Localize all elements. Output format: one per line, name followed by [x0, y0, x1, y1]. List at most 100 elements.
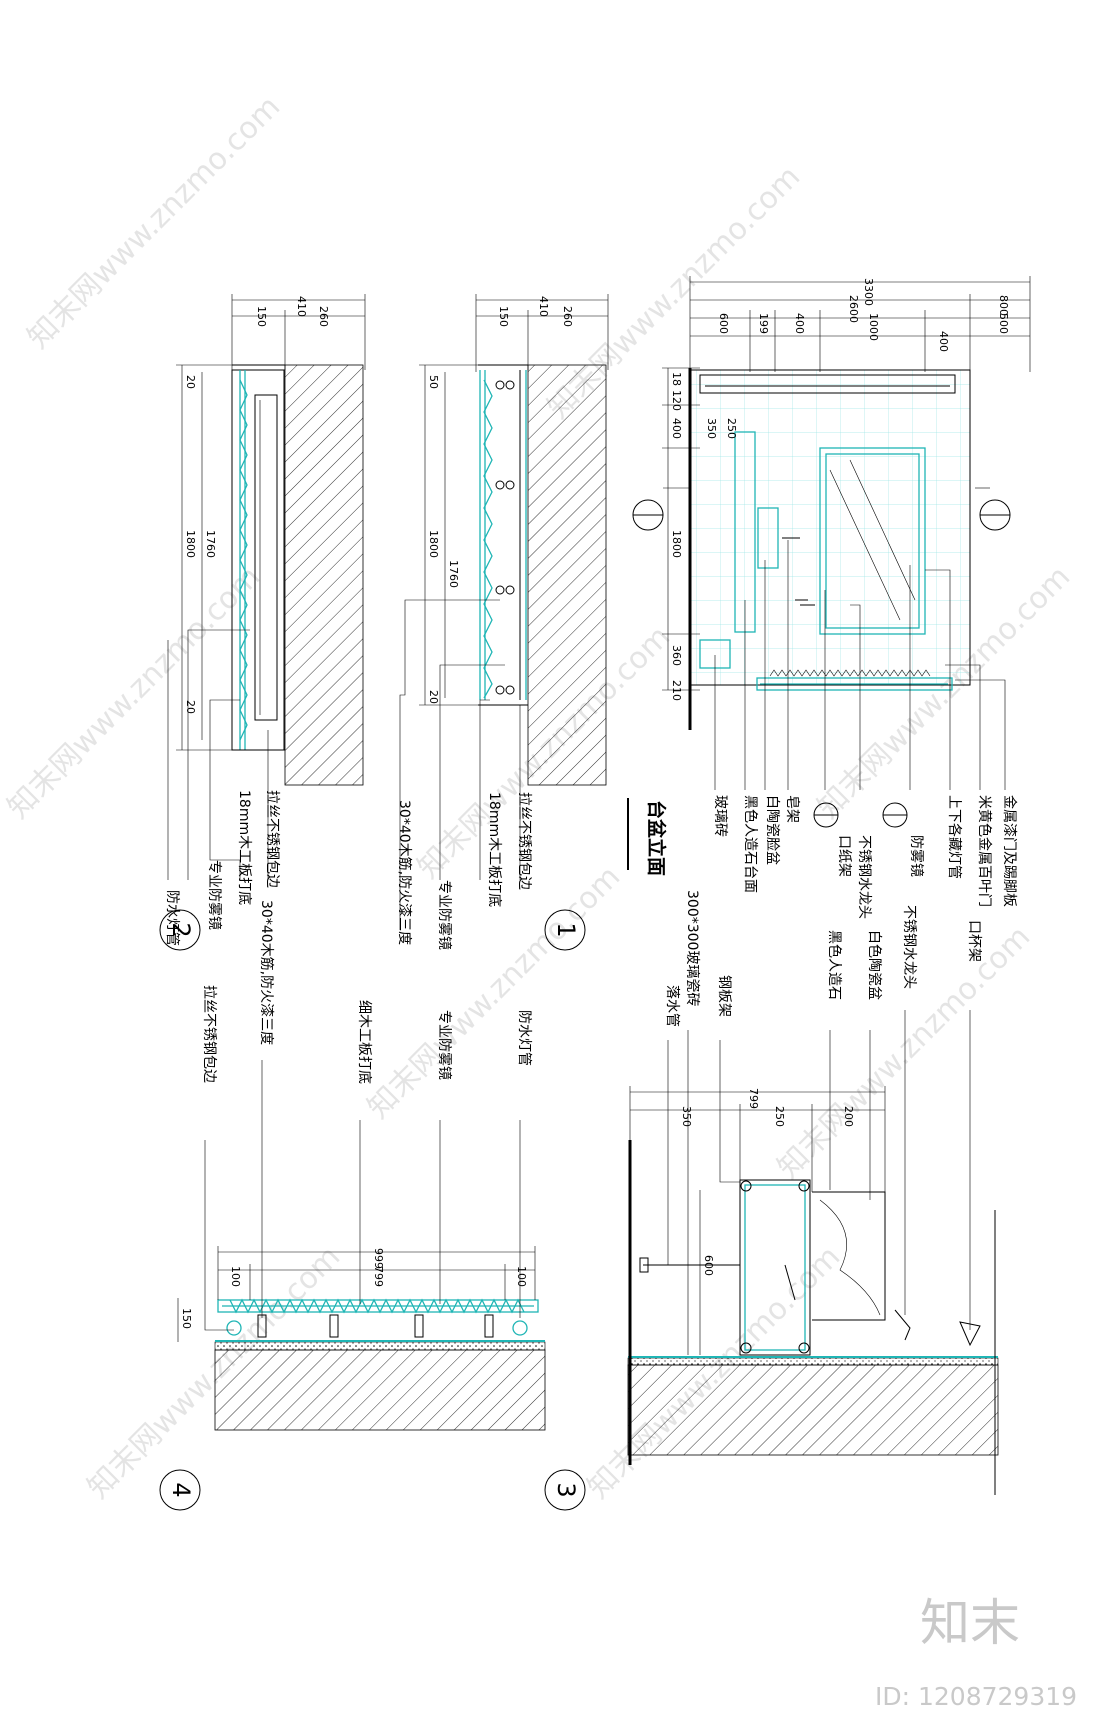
detail-number-badge: [159, 909, 201, 951]
dim-text: 20: [427, 690, 440, 704]
dim-text: 350: [680, 1106, 693, 1127]
dim-text: 260: [561, 306, 574, 327]
dim-text: 799: [372, 1266, 385, 1287]
mirror-reflection: [849, 459, 916, 601]
plywood-zigzag: [483, 379, 493, 699]
detail-4-section: 999 100 799 100 150 防水灯管 专业防雾镜 细木工板打底 30…: [159, 900, 586, 1511]
callout-label: 防水灯管: [164, 890, 180, 946]
leader: [955, 679, 1006, 790]
callout-label: 专业防雾镜: [436, 1010, 452, 1080]
top-rail: [699, 374, 956, 394]
dim-text: 1760: [447, 560, 460, 588]
leader: [945, 664, 981, 790]
bolt: [740, 1180, 752, 1192]
counter-cabinet: [739, 1179, 811, 1356]
callout-label: 上下各藏灯管: [946, 795, 962, 879]
dim-text: 2600: [847, 295, 860, 323]
drawing-title: 台盆立面: [645, 800, 668, 876]
dim-text: 600: [717, 313, 730, 334]
detail-number-badge: [544, 909, 586, 951]
detail-3-section: 799 350 250 200 600 口杯架 不锈钢水龙头 白色陶瓷盆 黑色人…: [627, 890, 999, 1495]
leader: [719, 1040, 740, 1183]
floor-screed: [214, 1341, 546, 1351]
wall-hatch: [284, 364, 364, 786]
dim-text: 799: [747, 1088, 760, 1109]
dim-text: 150: [497, 306, 510, 327]
plywood-zigzag: [239, 379, 248, 741]
dim-text: 200: [842, 1106, 855, 1127]
detail-2-section: 410 150 260 20 1800 1760 20 拉丝不锈钢包边 18mm…: [159, 294, 366, 951]
callout-label: 防水灯管: [516, 1010, 532, 1066]
dim-text: 150: [180, 1308, 193, 1329]
dim-text: 210: [670, 680, 683, 701]
callout-label: 金属漆门及踢脚板: [1001, 795, 1017, 907]
leader: [399, 599, 500, 930]
callout-label: 300*300玻璃瓷砖: [684, 890, 701, 1006]
dim-text: 360: [670, 645, 683, 666]
detail-number: 3: [552, 1482, 580, 1497]
detail-number: 2: [167, 922, 195, 937]
callout-label: 不锈钢水龙头: [856, 835, 872, 919]
detail-number-badge: [159, 1469, 201, 1511]
dim-text: 150: [255, 306, 268, 327]
bolt: [798, 1180, 810, 1192]
callout-label: 口杯架: [966, 920, 982, 962]
dim-text: 250: [773, 1106, 786, 1127]
callout-label: 黑色人造石台面: [742, 795, 759, 893]
callout-label: 拉丝不锈钢包边: [201, 985, 217, 1083]
ceramic-basin: [812, 1191, 886, 1321]
dim-text: 100: [515, 1266, 528, 1287]
mirror-inner: [825, 453, 920, 629]
basin: [757, 507, 779, 569]
callout-label: 落水管: [664, 985, 680, 1027]
dim-text: 20: [184, 375, 197, 389]
callout-label: 专业防雾镜: [436, 880, 452, 950]
dim-text: 100: [229, 1266, 242, 1287]
leader: [187, 629, 250, 880]
callout-label: 18mm木工板打底: [486, 792, 503, 907]
dim-text: 3300: [862, 278, 875, 306]
detail-number: 4: [167, 1482, 195, 1497]
bolt: [798, 1342, 810, 1354]
detail-number-badge: [544, 1469, 586, 1511]
callout-label: 皂架: [784, 795, 800, 823]
batten-blocks: [495, 380, 515, 695]
dim-text: 50: [427, 375, 440, 389]
leader: [204, 1140, 234, 1331]
dim-text: 999: [372, 1248, 385, 1269]
dim-text: 20: [184, 700, 197, 714]
callout-label: 18mm木工板打底: [236, 790, 253, 905]
dim-text: 120: [670, 390, 683, 411]
callout-label: 不锈钢水龙头: [901, 905, 917, 989]
callout-label: 专业防雾镜: [206, 860, 222, 930]
drain-fitting: [639, 1257, 649, 1273]
callout-label: 黑色人造石: [826, 930, 843, 1000]
watermark: 知末网www.znzmo.com: [1, 559, 267, 825]
wall-hatch: [527, 364, 607, 786]
trap-pipe: [784, 1264, 796, 1301]
leader: [925, 569, 951, 790]
wall-hatch: [214, 1349, 546, 1431]
callout-label: 拉丝不锈钢包边: [264, 790, 280, 888]
dim-text: 350: [705, 418, 718, 439]
leader: [439, 664, 505, 880]
dim-text: 500: [997, 313, 1010, 334]
mirror-reflection: [829, 469, 901, 621]
counter-cabinet-inner: [744, 1184, 806, 1351]
wall-hatch: [627, 1364, 999, 1456]
lamp-tube: [254, 394, 278, 721]
bolt: [740, 1342, 752, 1354]
dim-text: 1000: [867, 313, 880, 341]
dim-text: 1800: [184, 530, 197, 558]
callout-label: 防雾镜: [908, 835, 924, 877]
callout-label: 米黄色金属百叶门: [976, 795, 993, 907]
callout-label: 白陶瓷脸盆: [764, 795, 780, 865]
basin-elevation: 3300 2600 800 600 199 400 1000 500 400 1…: [627, 276, 1031, 919]
id-label: ID: 1208729319: [875, 1682, 1077, 1711]
callout-label: 玻璃砖: [712, 795, 729, 837]
leader: [209, 699, 241, 880]
callout-label: 口纸架: [836, 835, 852, 877]
dim-text: 18: [670, 372, 683, 386]
door-grille: [756, 677, 953, 691]
